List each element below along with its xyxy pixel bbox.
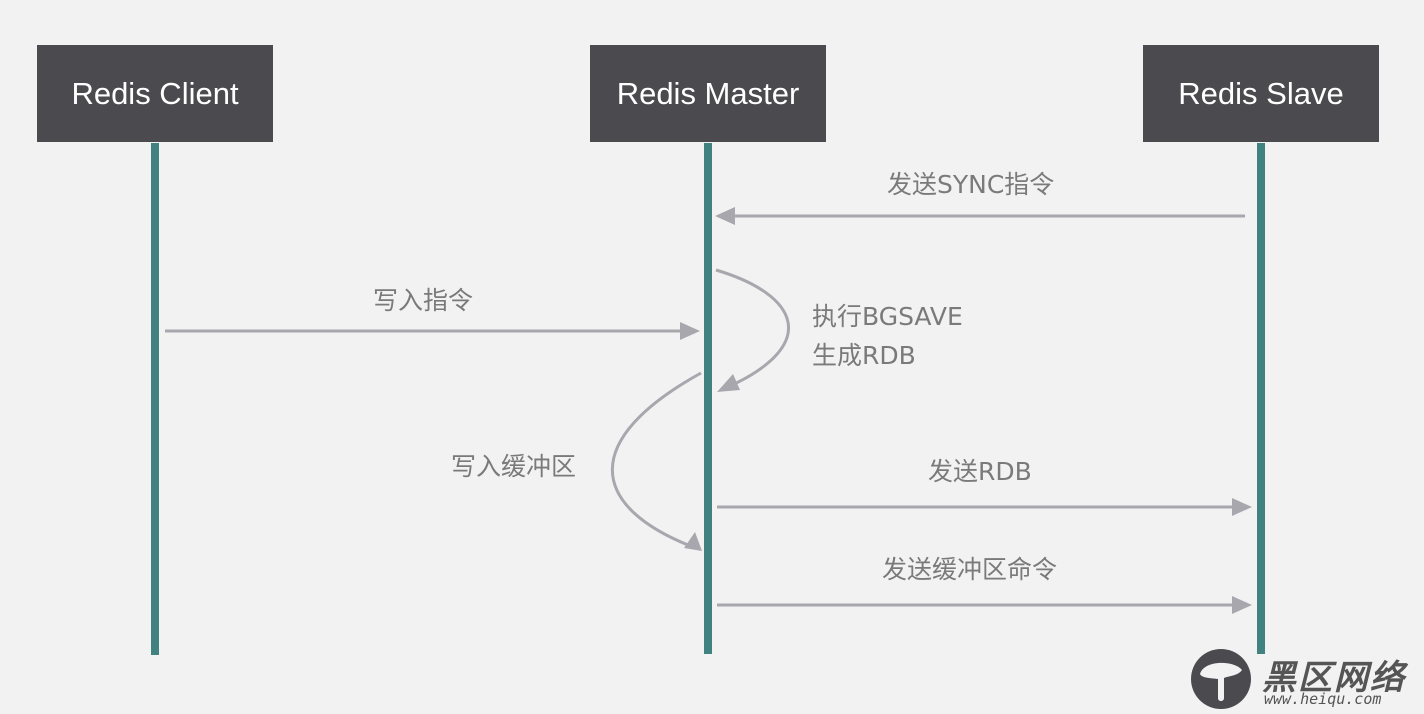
label-send-rdb: 发送RDB	[928, 457, 1032, 486]
label-write-command: 写入指令	[373, 286, 474, 315]
label-bgsave-line2: 生成RDB	[812, 341, 916, 370]
label-write-buffer: 写入缓冲区	[451, 452, 577, 481]
actor-label: Redis Slave	[1178, 75, 1344, 111]
arrowhead-send-rdb	[1232, 498, 1252, 516]
arrow-bgsave-loop	[715, 268, 790, 389]
label-sync: 发送SYNC指令	[887, 170, 1055, 199]
arrowhead-sync	[715, 207, 735, 225]
arrowhead-bgsave	[717, 374, 740, 392]
actor-label: Redis Client	[71, 75, 239, 111]
label-bgsave-line1: 执行BGSAVE	[812, 302, 963, 331]
watermark-url: www.heiqu.com	[1264, 690, 1382, 708]
actor-redis-slave: Redis Slave	[1143, 45, 1379, 142]
lifeline-slave	[1257, 143, 1265, 654]
lifeline-client	[151, 143, 159, 655]
actor-redis-master: Redis Master	[590, 45, 826, 142]
arrowhead-write-command	[680, 322, 700, 340]
label-send-buffer: 发送缓冲区命令	[882, 555, 1058, 584]
watermark-title: 黑区网络	[1262, 658, 1406, 698]
arrow-write-buffer-loop	[610, 371, 702, 547]
actor-redis-client: Redis Client	[37, 45, 273, 142]
mushroom-logo-icon	[1191, 649, 1251, 709]
arrowhead-write-buffer	[684, 532, 702, 551]
lifeline-master	[704, 143, 712, 654]
arrowhead-send-buffer	[1232, 596, 1252, 614]
actor-label: Redis Master	[616, 75, 800, 111]
watermark: 黑区网络 www.heiqu.com	[1190, 648, 1420, 710]
